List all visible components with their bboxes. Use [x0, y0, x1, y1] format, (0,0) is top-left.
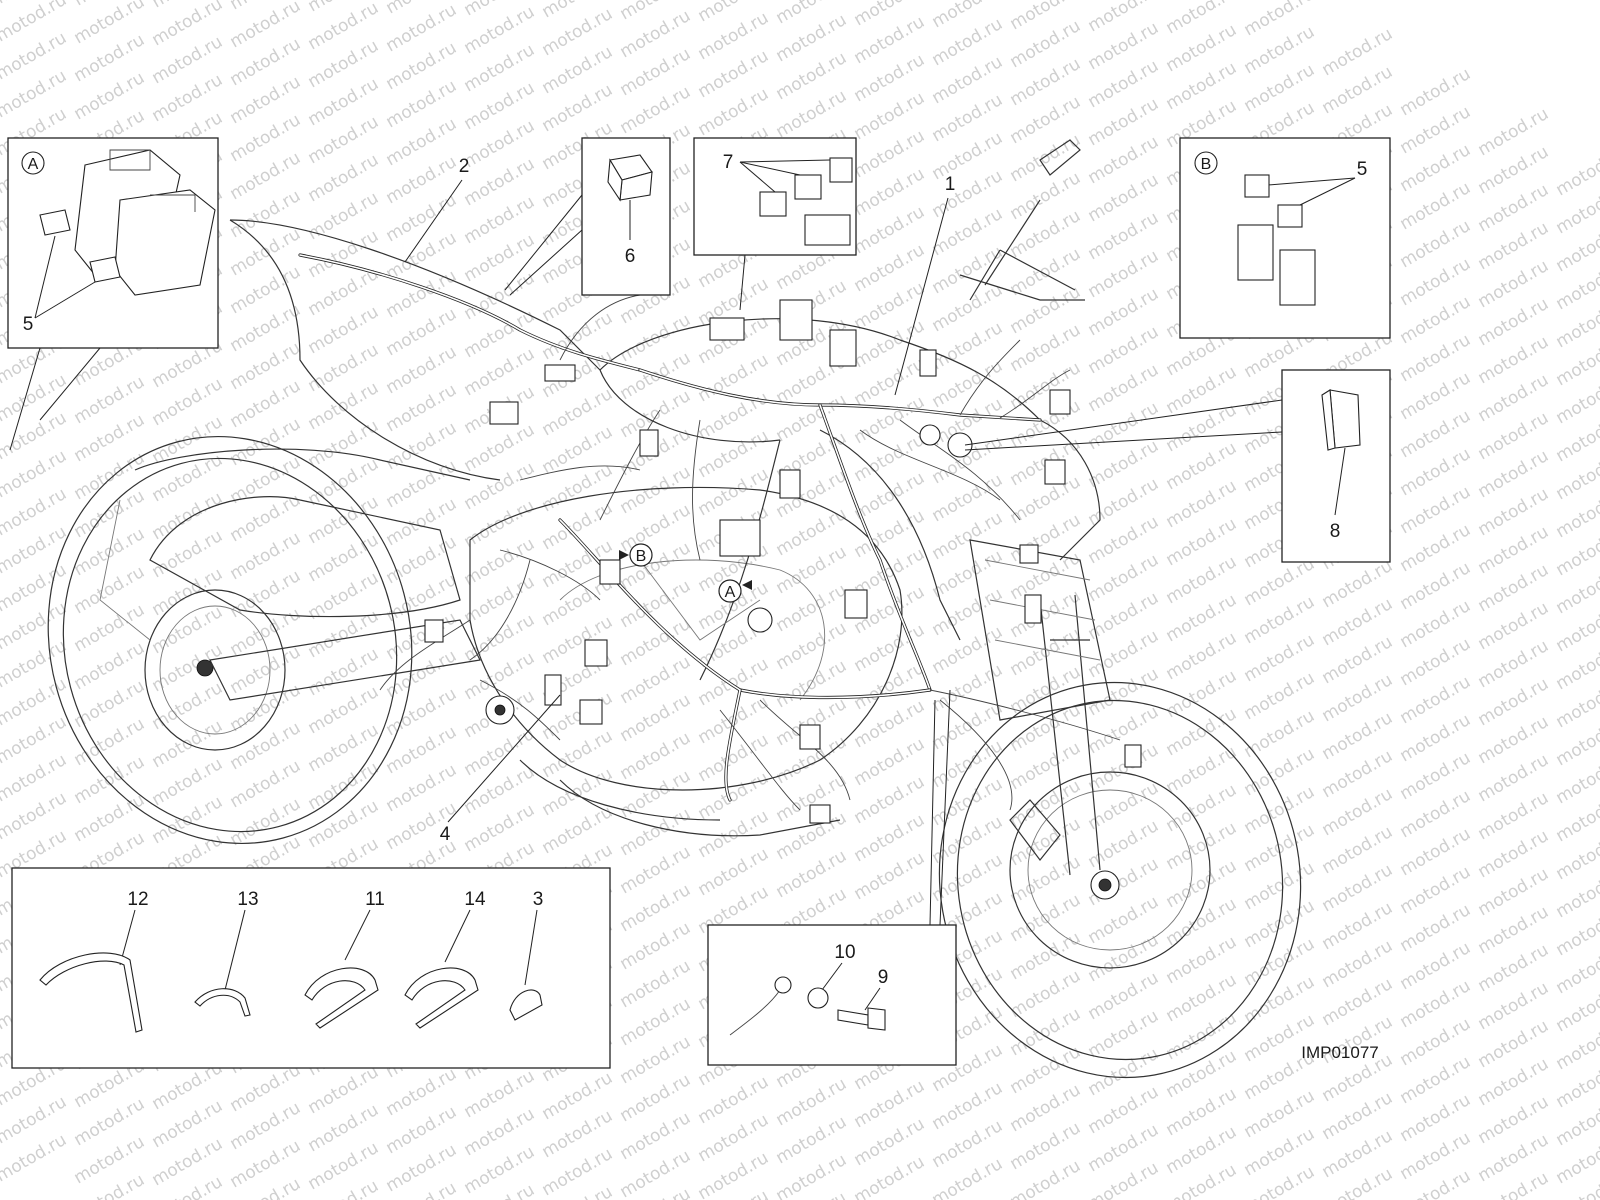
label-3: 3 [524, 889, 544, 986]
inset-6-leader [504, 194, 583, 291]
inset-module-8: 8 [1281, 369, 1391, 563]
inset-8-leader-2 [964, 431, 1283, 451]
svg-text:4: 4 [440, 824, 451, 845]
svg-text:10: 10 [834, 942, 855, 963]
front-wheel [938, 681, 1302, 1079]
svg-text:7: 7 [723, 152, 734, 173]
inset-b-fuses: B 5 [1179, 137, 1391, 339]
svg-text:9: 9 [878, 967, 889, 988]
svg-text:2: 2 [459, 156, 470, 177]
svg-text:B: B [636, 548, 647, 565]
svg-text:3: 3 [533, 889, 544, 910]
svg-text:14: 14 [464, 889, 486, 910]
inset-relays-7: 7 [693, 137, 857, 256]
label-14: 14 [444, 889, 486, 963]
label-11: 11 [344, 889, 385, 961]
svg-text:A: A [725, 584, 736, 601]
svg-text:5: 5 [1357, 159, 1368, 180]
main-wiring-harness [298, 253, 1142, 824]
svg-text:5: 5 [23, 314, 34, 335]
rear-wheel [47, 435, 413, 845]
inset-ground-leader [929, 699, 936, 926]
inset-relay-6: 6 [581, 137, 671, 296]
svg-text:11: 11 [365, 889, 385, 910]
svg-text:1: 1 [945, 174, 956, 195]
inset-a-fuse-box: A 5 [7, 137, 219, 349]
watermark-text: motod.ru [1553, 144, 1600, 200]
callout-1: 1 [894, 174, 956, 396]
inset-a-leader-2 [39, 347, 101, 421]
motorcycle-drawing [47, 139, 1302, 1079]
inset-7-leader [739, 254, 746, 311]
inset-clamps-ties: 12 13 11 14 3 [11, 867, 611, 1069]
marker-b: B [619, 543, 653, 567]
svg-text:8: 8 [1330, 521, 1341, 542]
svg-text:B: B [1201, 156, 1212, 173]
inset-6-leader-2 [509, 229, 583, 296]
svg-text:13: 13 [237, 889, 258, 910]
drawing-code: IMP01077 [1301, 1043, 1379, 1062]
svg-text:12: 12 [127, 889, 148, 910]
label-13: 13 [224, 889, 259, 991]
inset-8-leader [964, 399, 1283, 446]
inset-ground-leader-2 [939, 689, 951, 926]
callout-4: 4 [440, 694, 561, 845]
callout-2: 2 [404, 156, 470, 263]
svg-text:A: A [28, 156, 39, 173]
inset-a-leader [9, 347, 41, 451]
marker-a: A [718, 579, 752, 603]
inset-ground-bolt: 10 9 [707, 924, 957, 1066]
svg-text:6: 6 [625, 246, 636, 267]
